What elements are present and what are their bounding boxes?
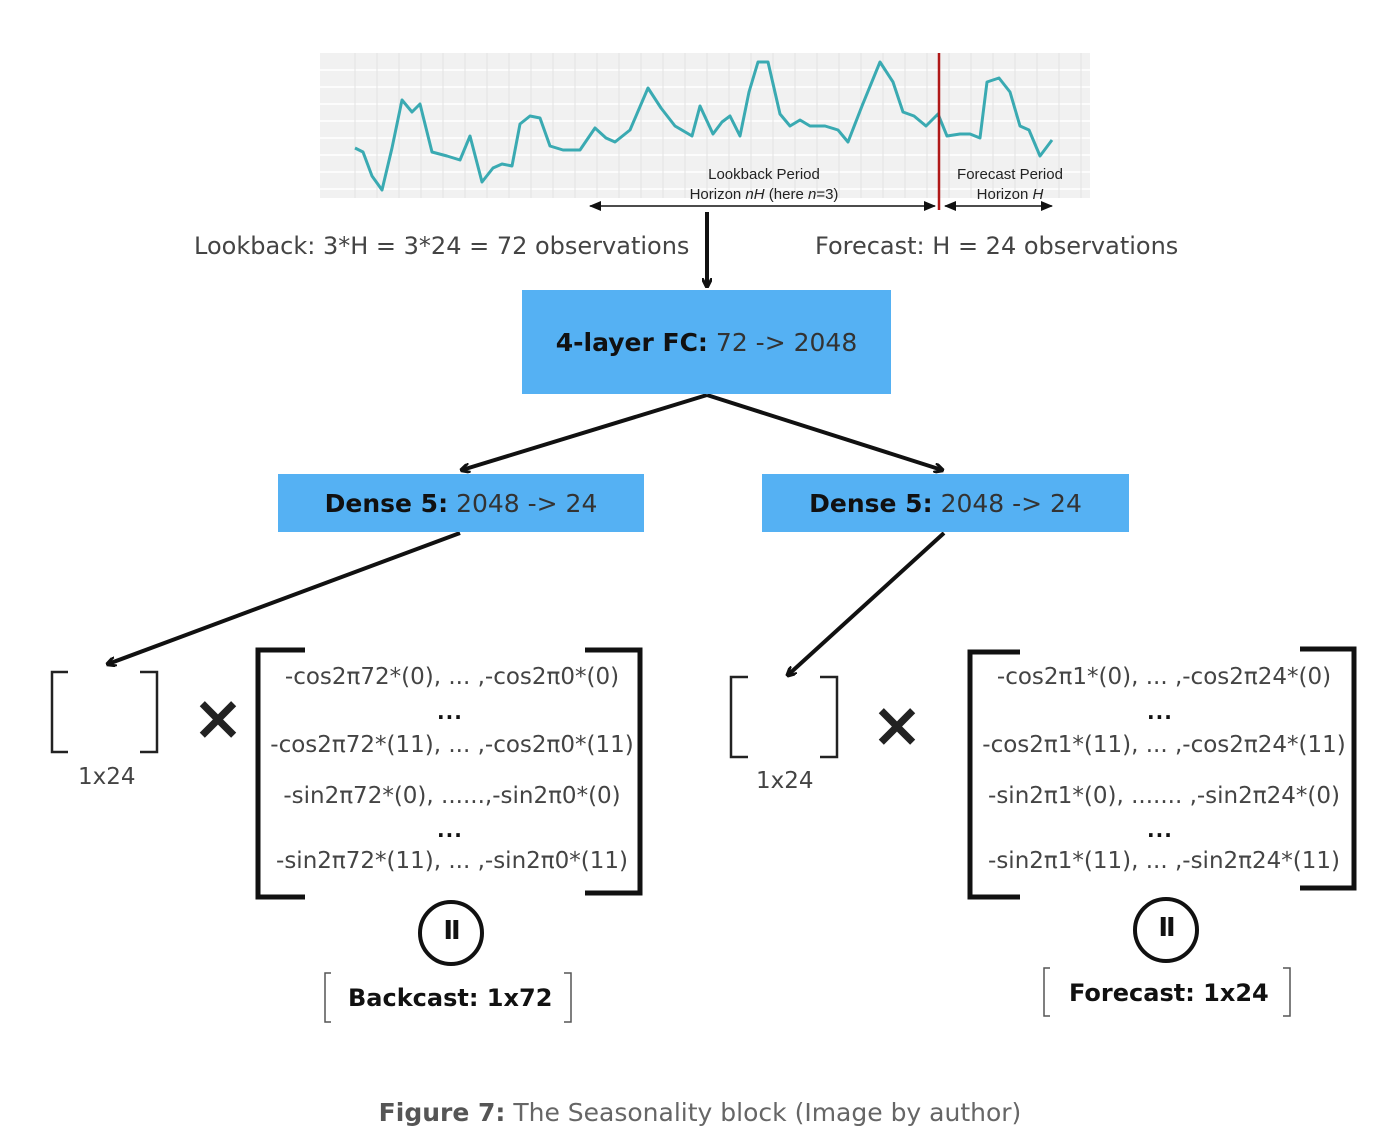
right-equals-symbol: II <box>1158 913 1175 943</box>
timeseries-line <box>354 60 1054 192</box>
right-matrix-ellipsis: ... <box>1147 700 1173 724</box>
dense-left-box: Dense 5:2048 -> 24 <box>278 474 644 532</box>
left-matrix-brackets <box>255 647 643 900</box>
left-vector-close-bracket <box>140 670 159 754</box>
figure-caption-text: The Seasonality block (Image by author) <box>505 1098 1022 1127</box>
forecast-open-bracket <box>1043 967 1050 1017</box>
lookback-horizon-nh: nH <box>745 186 765 203</box>
left-matrix-close-bracket <box>585 647 643 896</box>
figure-caption-number: Figure 7: <box>378 1098 506 1127</box>
left-matrix-row: -cos2π72*(11), ... ,-cos2π0*(11) <box>270 732 634 758</box>
right-matrix-open-bracket <box>967 649 1020 900</box>
dense-left-dims: 2048 -> 24 <box>456 488 598 518</box>
right-matrix-row: -sin2π1*(11), ... ,-sin2π24*(11) <box>988 848 1340 874</box>
right-vector-open-bracket <box>729 675 748 759</box>
lookback-horizon-suffix: =3) <box>816 186 839 203</box>
fc-to-dense-left-arrow <box>462 393 708 470</box>
left-matrix-row: -cos2π72*(0), ... ,-cos2π0*(0) <box>284 664 620 690</box>
left-matrix-row: -sin2π72*(0), ......,-sin2π0*(0) <box>283 783 621 809</box>
left-matrix-row: -sin2π72*(11), ... ,-sin2π0*(11) <box>276 848 628 874</box>
forecast-result-label: Forecast: 1x24 <box>1069 979 1269 1007</box>
lookback-horizon-n: n <box>807 186 817 203</box>
right-matrix-row: -cos2π1*(0), ... ,-cos2π24*(0) <box>996 664 1332 690</box>
left-vector-open-bracket <box>50 670 68 754</box>
right-equals-circle <box>1133 897 1199 963</box>
forecast-observations-text: Forecast: H = 24 observations <box>815 232 1179 260</box>
right-vector-brackets <box>729 675 839 759</box>
timeseries-grid <box>320 53 1090 198</box>
left-matrix-ellipsis: ... <box>437 700 463 724</box>
figure-caption: Figure 7: The Seasonality block (Image b… <box>0 1098 1400 1127</box>
timeseries-panel <box>320 53 1090 211</box>
right-matrix-row: -cos2π1*(11), ... ,-cos2π24*(11) <box>982 732 1346 758</box>
forecast-horizon-text: Horizon H <box>944 185 1076 205</box>
forecast-period-label: Forecast Period Horizon H <box>944 165 1076 205</box>
fc-layer-title: 4-layer FC: <box>555 327 708 357</box>
left-multiply-symbol: × <box>192 681 244 754</box>
fc-layer-box: 4-layer FC:72 -> 2048 <box>522 290 891 394</box>
forecast-horizon-prefix: Horizon <box>976 186 1033 203</box>
lookback-horizon-prefix: Horizon <box>689 186 746 203</box>
backcast-open-bracket <box>324 972 331 1023</box>
left-vector-dim-label: 1x24 <box>78 764 136 790</box>
forecast-close-bracket <box>1283 967 1291 1017</box>
backcast-close-bracket <box>564 972 572 1023</box>
lookback-observations-text: Lookback: 3*H = 3*24 = 72 observations <box>194 232 690 260</box>
right-multiply-symbol: × <box>871 688 923 761</box>
backcast-result-brackets <box>324 972 572 1023</box>
dense-left-title: Dense 5: <box>324 488 449 518</box>
fc-to-dense-right-arrow <box>706 393 942 470</box>
dense-right-to-vector-arrow <box>788 531 946 675</box>
dense-right-title: Dense 5: <box>809 488 933 518</box>
left-vector-brackets <box>50 670 159 754</box>
forecast-horizon-h: H <box>1032 186 1044 203</box>
left-matrix-ellipsis: ... <box>437 818 463 842</box>
lookback-horizon-mid: (here <box>764 186 808 203</box>
left-equals-circle <box>418 900 484 966</box>
dense-right-dims: 2048 -> 24 <box>940 488 1082 518</box>
lookback-period-label: Lookback Period Horizon nH (here n=3) <box>664 165 864 205</box>
lookback-horizon-text: Horizon nH (here n=3) <box>664 185 864 205</box>
dense-left-to-vector-arrow <box>108 531 461 664</box>
right-matrix-ellipsis: ... <box>1147 818 1173 842</box>
right-vector-dim-label: 1x24 <box>756 768 814 794</box>
timeseries-background <box>320 53 1090 198</box>
right-vector-close-bracket <box>820 675 839 759</box>
dense-right-box: Dense 5:2048 -> 24 <box>762 474 1129 532</box>
left-matrix-open-bracket <box>255 647 305 900</box>
left-equals-symbol: II <box>443 916 460 946</box>
fc-layer-dims: 72 -> 2048 <box>715 327 858 357</box>
backcast-result-label: Backcast: 1x72 <box>348 984 553 1012</box>
right-matrix-close-bracket <box>1300 646 1357 891</box>
forecast-period-title: Forecast Period <box>957 166 1063 183</box>
right-matrix-row: -sin2π1*(0), ....... ,-sin2π24*(0) <box>988 783 1340 809</box>
forecast-result-brackets <box>1043 967 1291 1017</box>
lookback-period-title: Lookback Period <box>708 166 820 183</box>
right-matrix-brackets <box>967 646 1357 900</box>
